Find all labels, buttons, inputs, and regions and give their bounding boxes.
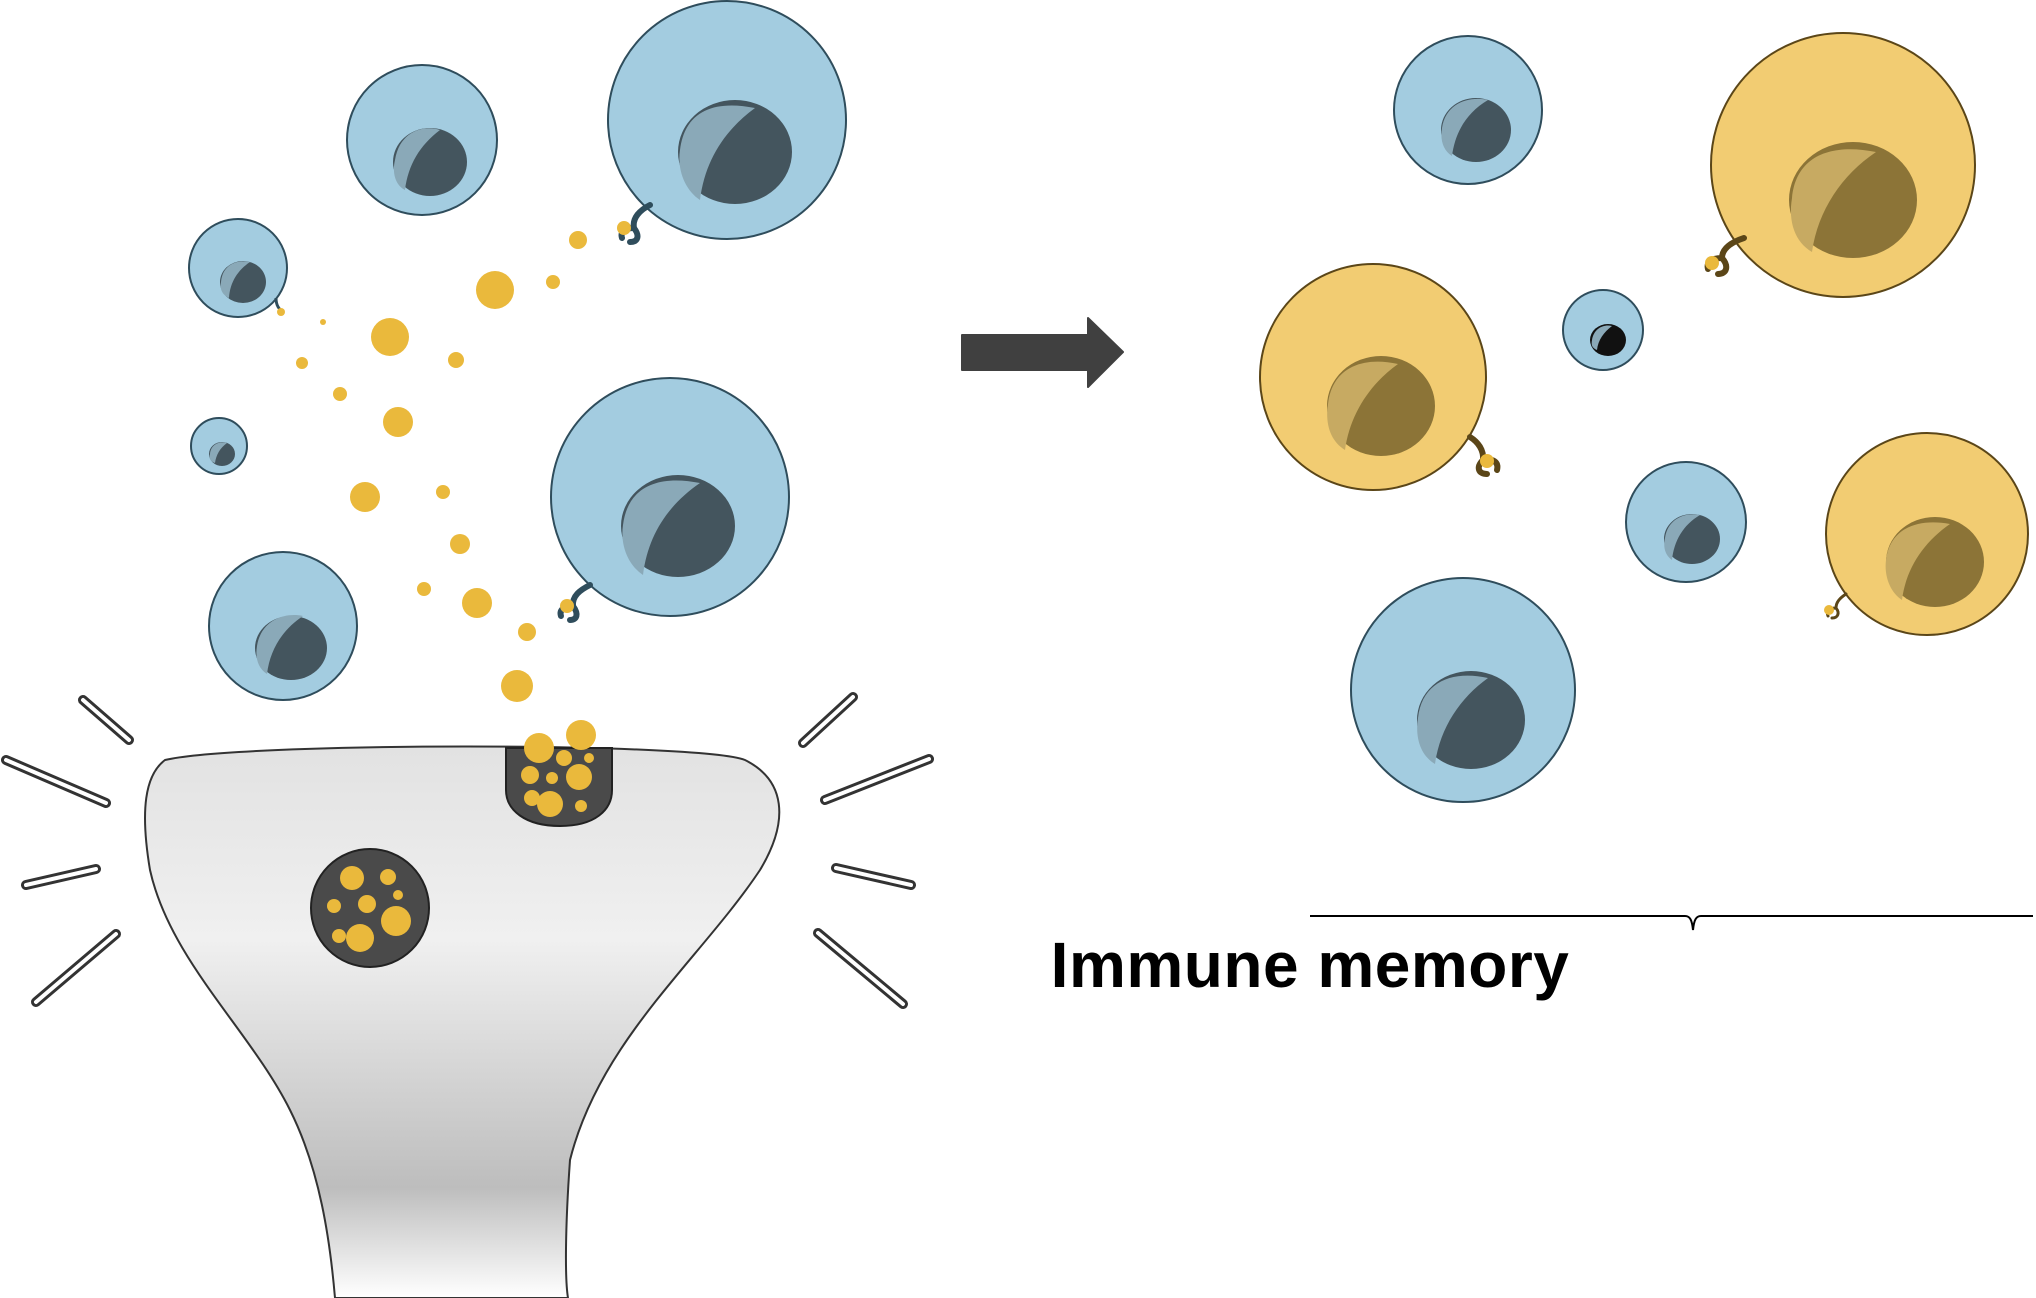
fusing-vesicle <box>505 720 613 828</box>
antigen-particle-icon <box>518 623 536 641</box>
antigen-particle-icon <box>546 275 560 289</box>
presenting-cell-body <box>144 745 781 1298</box>
naive-lymphocyte-icon <box>188 218 288 318</box>
antigen-particle-icon <box>350 482 380 512</box>
antigen-particle-icon <box>383 407 413 437</box>
naive-lymphocyte-icon <box>346 64 498 216</box>
burst-lines-left-inner <box>4 698 131 1004</box>
antigen-particles <box>296 231 587 702</box>
antigen-particle-icon <box>448 352 464 368</box>
burst-lines-right <box>798 692 934 1009</box>
antigen-particle-icon <box>501 670 533 702</box>
antigen-particle-icon <box>371 318 409 356</box>
naive-lymphocyte-icon <box>190 417 248 475</box>
naive-lymphocyte-icon <box>1562 289 1644 371</box>
memory-lymphocyte-icon <box>1259 263 1501 491</box>
antigen-particle-icon <box>462 588 492 618</box>
naive-lymphocyte-icon <box>208 551 358 701</box>
burst-lines-left <box>1 695 134 1007</box>
naive-lymphocyte-icon <box>1350 577 1576 803</box>
memory-lymphocyte-icon <box>1704 32 1976 298</box>
memory-population <box>1259 32 2029 803</box>
immune-memory-label: Immune memory <box>1050 929 1570 1001</box>
antigen-particle-icon <box>476 271 514 309</box>
antigen-particle-icon <box>417 582 431 596</box>
naive-lymphocyte-icon <box>1393 35 1543 185</box>
arrow-right-icon <box>961 317 1124 388</box>
brace-icon <box>1310 915 2033 931</box>
antigen-particle-icon <box>436 485 450 499</box>
naive-lymphocyte-icon <box>550 377 790 623</box>
naive-lymphocyte-icon <box>1625 461 1747 583</box>
antigen-particle-icon <box>296 357 308 369</box>
antigen-particle-icon <box>569 231 587 249</box>
antigen-particle-icon <box>333 387 347 401</box>
secretory-vesicle-icon <box>310 848 430 968</box>
antigen-particle-icon <box>320 319 326 325</box>
antigen-particle-icon <box>450 534 470 554</box>
presenting-cell <box>1 692 934 1298</box>
memory-lymphocyte-icon <box>1824 432 2029 636</box>
naive-lymphocyte-icon <box>607 0 847 245</box>
naive-lymphocytes <box>188 0 847 701</box>
burst-lines-right-inner <box>801 695 931 1006</box>
